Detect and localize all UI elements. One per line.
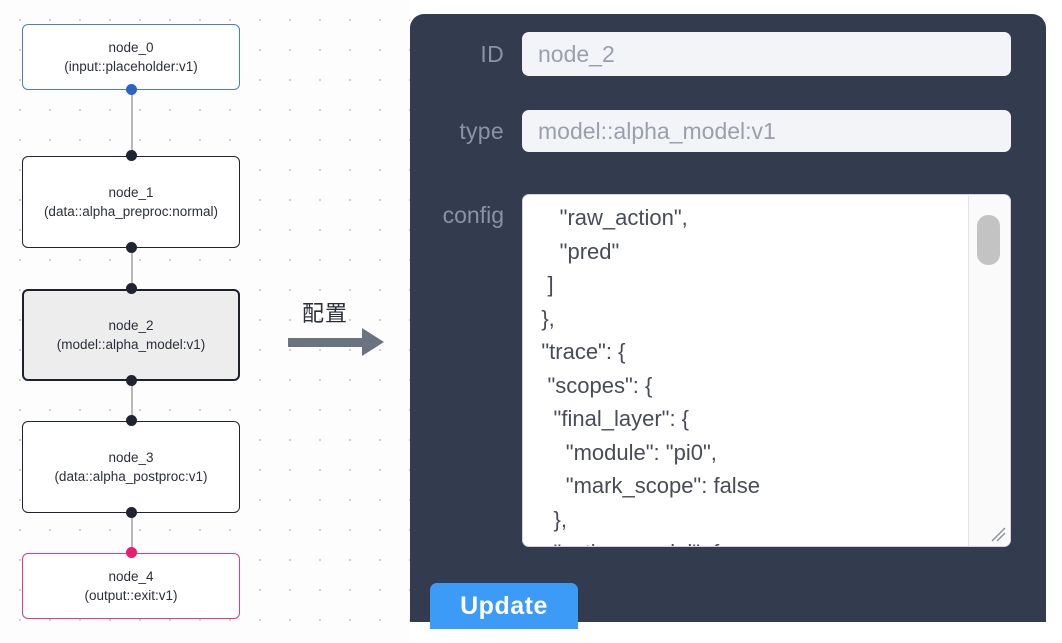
port-node3-out[interactable] (126, 507, 137, 518)
id-field-label: ID (480, 40, 504, 67)
node-properties-panel: ID node_2 type model::alpha_model:v1 con… (410, 14, 1046, 622)
graph-node-label: node_1 (data::alpha_preproc:normal) (43, 185, 219, 219)
transition-arrow-group: 配置 (288, 296, 398, 366)
config-textarea-content[interactable]: "raw_action", "pred" ] }, "trace": { "sc… (541, 205, 760, 546)
config-textarea-wrapper: "raw_action", "pred" ] }, "trace": { "sc… (522, 194, 1011, 547)
type-field-label: type (459, 117, 504, 144)
graph-node-label: node_3 (data::alpha_postproc:v1) (54, 450, 208, 484)
graph-edge-1 (131, 247, 133, 288)
graph-canvas[interactable]: node_0 (input::placeholder:v1)node_1 (da… (0, 0, 410, 643)
field-row-type: type model::alpha_model:v1 (422, 110, 1011, 152)
id-input[interactable]: node_2 (522, 32, 1011, 76)
arrow-caption: 配置 (302, 302, 349, 327)
graph-node-node_2[interactable]: node_2 (model::alpha_model:v1) (22, 289, 240, 381)
graph-node-node_3[interactable]: node_3 (data::alpha_postproc:v1) (22, 421, 240, 513)
graph-edge-0 (131, 89, 133, 155)
port-node1-in[interactable] (126, 150, 137, 161)
graph-node-node_4[interactable]: node_4 (output::exit:v1) (22, 553, 240, 619)
port-node2-in[interactable] (126, 283, 137, 294)
config-field-label: config (442, 202, 504, 228)
graph-node-node_1[interactable]: node_1 (data::alpha_preproc:normal) (22, 156, 240, 248)
graph-edge-3 (131, 512, 133, 552)
graph-node-node_0[interactable]: node_0 (input::placeholder:v1) (22, 24, 240, 90)
port-node1-out[interactable] (126, 242, 137, 253)
config-scrollbar-thumb[interactable] (977, 215, 1000, 265)
port-node2-out[interactable] (126, 375, 137, 386)
port-node0-out[interactable] (126, 84, 137, 95)
arrow-head-icon (362, 328, 384, 356)
graph-node-label: node_0 (input::placeholder:v1) (64, 40, 198, 74)
port-node4-in[interactable] (126, 547, 137, 558)
arrow-shaft (288, 338, 366, 347)
graph-node-label: node_2 (model::alpha_model:v1) (56, 318, 206, 352)
field-row-id: ID node_2 (422, 32, 1011, 76)
port-node3-in[interactable] (126, 415, 137, 426)
graph-edge-2 (131, 380, 133, 420)
update-button[interactable]: Update (430, 583, 578, 629)
graph-node-label: node_4 (output::exit:v1) (84, 569, 178, 603)
config-scrollbar[interactable] (968, 196, 1009, 546)
config-textarea[interactable]: "raw_action", "pred" ] }, "trace": { "sc… (522, 194, 1011, 547)
type-input[interactable]: model::alpha_model:v1 (522, 110, 1011, 152)
field-row-config: config "raw_action", "pred" ] }, "trace"… (422, 194, 1011, 547)
